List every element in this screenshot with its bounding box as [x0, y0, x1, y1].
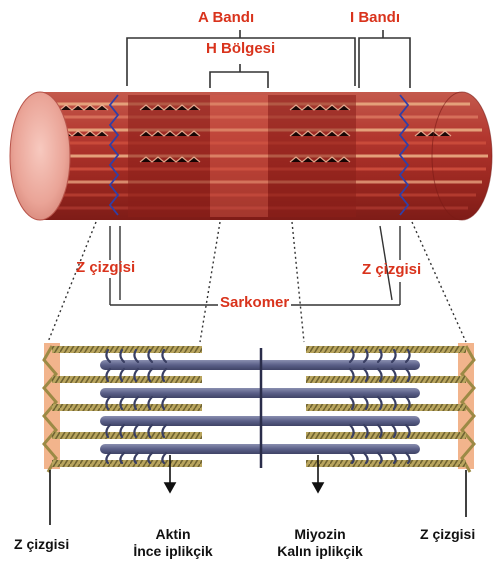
actin-label-line2: İnce iplikçik: [114, 543, 232, 560]
sarcomere-detail: [44, 343, 474, 472]
h-zone-label: H Bölgesi: [206, 40, 275, 57]
a-band-label: A Bandı: [198, 9, 254, 26]
h-zone-bracket: [210, 72, 268, 88]
myosin-label: Miyozin Kalın iplikçik: [252, 526, 388, 560]
band-brackets: [127, 30, 410, 88]
z-line-left-label: Z çizgisi: [76, 259, 135, 276]
myosin-label-line2: Kalın iplikçik: [252, 543, 388, 560]
myosin-label-line1: Miyozin: [252, 526, 388, 543]
i-band-bracket: [359, 38, 410, 88]
sarcomere-guides: [48, 222, 466, 342]
actin-label-line1: Aktin: [114, 526, 232, 543]
actin-label: Aktin İnce iplikçik: [114, 526, 232, 560]
i-band-label: I Bandı: [350, 9, 400, 26]
z-line-right-label: Z çizgisi: [362, 261, 421, 278]
z-line-bottom-left-label: Z çizgisi: [14, 536, 69, 553]
cylinder-end-face: [10, 92, 70, 220]
myofibril-cylinder: [10, 92, 492, 220]
sarcomere-label: Sarkomer: [218, 294, 291, 311]
z-line-bottom-right-label: Z çizgisi: [420, 526, 475, 543]
